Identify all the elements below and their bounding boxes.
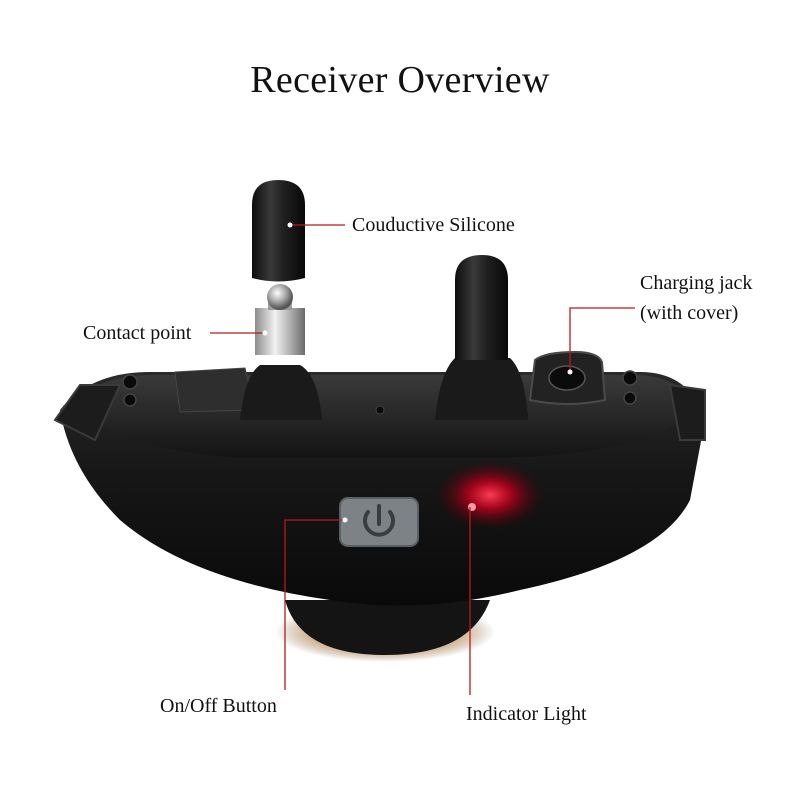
contact-point-ball: [267, 284, 293, 310]
contact-post-base-left: [240, 365, 322, 420]
power-icon: [363, 504, 395, 537]
screw-hole: [123, 393, 137, 407]
callout-silicone: Couductive Silicone: [352, 214, 515, 236]
receiver-base: [285, 600, 490, 655]
callout-charging-line1: Charging jack: [640, 272, 753, 294]
leader-charging: [569, 307, 635, 372]
callout-contact-point: Contact point: [83, 322, 192, 344]
leader-lines: [210, 224, 635, 695]
callout-charging-jack: Charging jack (with cover): [640, 268, 752, 328]
strap-loop-left: [53, 384, 122, 442]
screw-hole: [122, 374, 138, 390]
callout-charging-line2: (with cover): [640, 302, 739, 324]
contact-post-base-right: [435, 358, 528, 420]
callout-indicator-light: Indicator Light: [466, 703, 587, 725]
leader-dots: [262, 222, 573, 523]
strap-loop-right: [668, 383, 706, 441]
indicator-glow: [435, 460, 545, 530]
silicone-cap-right: [455, 255, 508, 360]
screw-hole: [375, 405, 385, 415]
silicone-cap-left: [252, 180, 305, 282]
indicator-light: [468, 503, 476, 511]
contact-point-hex: [255, 308, 305, 355]
callout-onoff-button: On/Off Button: [160, 695, 277, 717]
page-title: Receiver Overview: [250, 59, 550, 101]
screw-hole: [622, 370, 638, 386]
charging-jack-opening: [548, 365, 586, 391]
screw-hole: [623, 391, 637, 405]
leader-onoff: [284, 519, 345, 690]
